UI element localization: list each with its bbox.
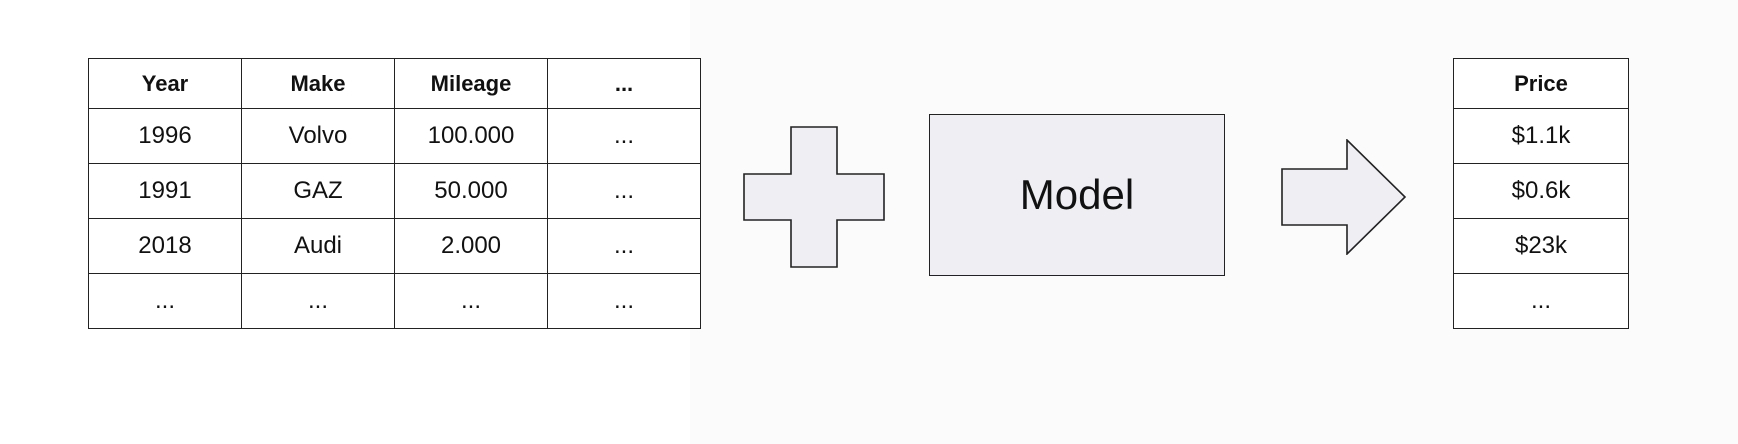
features-table: Year Make Mileage ... 1996 Volvo 100.000… [88,58,701,329]
cell-make: Audi [241,218,395,274]
cell-price: $1.1k [1453,108,1629,164]
cell-mileage: 100.000 [394,108,548,164]
cell-price: $23k [1453,218,1629,274]
table-row: $0.6k [1453,163,1629,219]
cell-mileage: 2.000 [394,218,548,274]
cell-make: ... [241,273,395,329]
table-row: 2018 Audi 2.000 ... [88,218,701,274]
column-header-price: Price [1453,58,1629,109]
price-table: Price $1.1k $0.6k $23k ... [1453,58,1629,329]
cell-year: 1991 [88,163,242,219]
column-header-mileage: Mileage [394,58,548,109]
plus-icon [743,126,885,268]
cell-make: GAZ [241,163,395,219]
cell-price: $0.6k [1453,163,1629,219]
cell-year: ... [88,273,242,329]
cell-make: Volvo [241,108,395,164]
table-row: $23k [1453,218,1629,274]
cell-mileage: 50.000 [394,163,548,219]
cell-year: 2018 [88,218,242,274]
table-row: 1996 Volvo 100.000 ... [88,108,701,164]
cell-more: ... [547,163,701,219]
table-row: ... ... ... ... [88,273,701,329]
cell-more: ... [547,218,701,274]
header-row: Price [1453,58,1629,109]
column-header-year: Year [88,58,242,109]
header-row: Year Make Mileage ... [88,58,701,109]
model-label: Model [1019,171,1135,218]
cell-more: ... [547,108,701,164]
cell-mileage: ... [394,273,548,329]
table-row: 1991 GAZ 50.000 ... [88,163,701,219]
cell-more: ... [547,273,701,329]
cell-year: 1996 [88,108,242,164]
model-box: Model [929,114,1225,276]
cell-price: ... [1453,273,1629,329]
table-row: $1.1k [1453,108,1629,164]
right-arrow-icon [1281,139,1407,255]
column-header-make: Make [241,58,395,109]
table-row: ... [1453,273,1629,329]
column-header-more: ... [547,58,701,109]
